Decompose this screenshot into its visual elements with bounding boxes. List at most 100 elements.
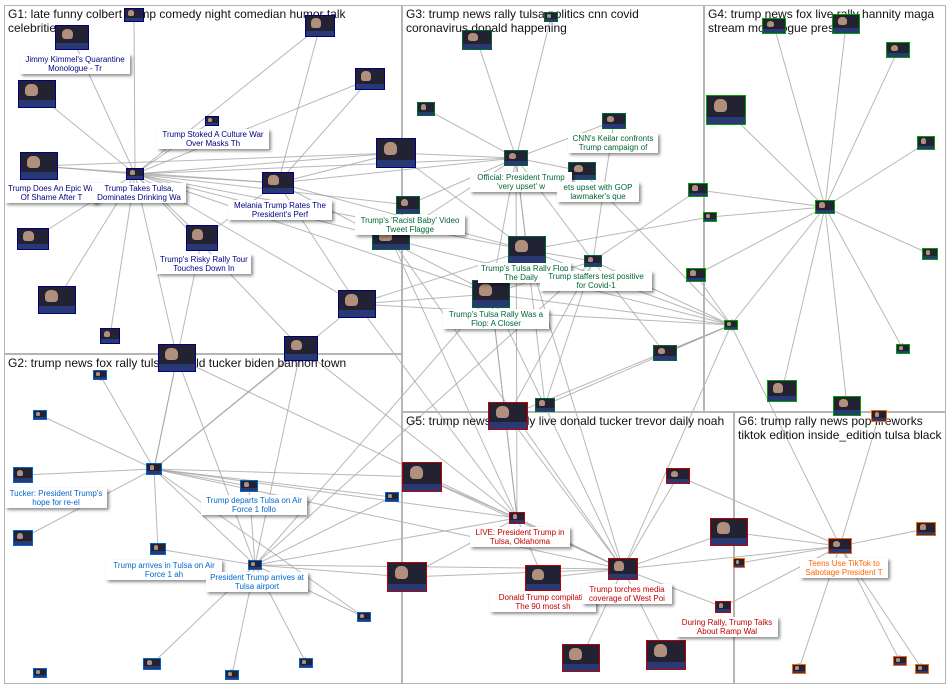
video-thumbnail-node-a4[interactable] [355,68,385,90]
video-thumbnail-node-d6[interactable] [688,183,708,197]
node-label-l7: CNN's Keilar confrontsTrump campaign of [568,133,658,153]
video-thumbnail-node-c7[interactable] [396,196,420,214]
video-thumbnail-node-a10[interactable] [186,225,218,251]
video-thumbnail-node-e5[interactable] [710,518,748,546]
video-thumbnail-node-c9[interactable] [508,236,546,264]
video-thumbnail-node-d12[interactable] [896,344,910,354]
video-thumbnail-node-f3[interactable] [916,522,936,536]
video-thumbnail-node-d3[interactable] [886,42,910,58]
video-thumbnail-node-b12[interactable] [299,658,313,668]
video-thumbnail-node-f6[interactable] [893,656,907,666]
video-thumbnail-node-a2[interactable] [18,80,56,108]
video-thumbnail-node-d9[interactable] [922,248,938,260]
video-thumbnail-node-b6[interactable] [385,492,399,502]
video-thumbnail-node-d8[interactable] [703,212,717,222]
group-g2-box: G2: trump news fox rally tulsa donald tu… [4,354,402,684]
video-thumbnail-node-a17[interactable] [124,8,144,22]
node-label-line: Official: President Trump [473,173,569,182]
video-thumbnail-node-c6[interactable] [568,162,596,180]
node-label-l20: Trump torches mediacoverage of West Poi [582,584,672,604]
video-thumbnail-node-c12[interactable] [535,398,555,412]
video-thumbnail-node-e10[interactable] [562,644,600,672]
node-label-line: Monologue - Tr [23,64,127,73]
node-label-line: Tucker: President Trump's [8,489,104,498]
node-label-line: Sabotage President T [803,568,885,577]
video-thumbnail-node-a13[interactable] [100,328,120,344]
video-thumbnail-node-b5[interactable] [240,480,258,492]
video-thumbnail-node-a6[interactable] [205,116,219,126]
node-label-line: Touches Down In [160,264,248,273]
video-thumbnail-node-a14[interactable] [158,344,196,372]
video-thumbnail-node-a15[interactable] [284,336,318,361]
video-thumbnail-node-c5[interactable] [504,150,528,166]
video-thumbnail-node-d11[interactable] [724,320,738,330]
video-thumbnail-node-d5[interactable] [917,136,935,150]
video-thumbnail-node-d14[interactable] [833,396,861,416]
group-g6-title: G6: trump rally news pop fireworks tikto… [738,414,946,442]
video-thumbnail-node-e3[interactable] [666,468,690,484]
video-thumbnail-node-b7[interactable] [13,530,33,546]
video-thumbnail-node-d2[interactable] [762,18,786,34]
video-thumbnail-node-b8[interactable] [150,543,166,555]
node-label-l16: Trump arrives in Tulsa on AirForce 1 ah [106,560,222,580]
node-label-l14: Tucker: President Trump'shope for re-el [5,488,107,508]
video-thumbnail-node-e11[interactable] [646,640,686,670]
video-thumbnail-node-c1[interactable] [462,30,492,50]
video-thumbnail-node-b4[interactable] [146,463,162,475]
video-thumbnail-node-e8[interactable] [608,558,638,580]
node-label-line: ets upset with GOP [560,183,636,192]
video-thumbnail-node-f1[interactable] [871,410,887,422]
video-thumbnail-node-a5[interactable] [20,152,58,180]
video-thumbnail-node-e2[interactable] [402,462,442,492]
video-thumbnail-node-a3[interactable] [305,15,335,37]
video-thumbnail-node-c13[interactable] [653,345,677,361]
video-thumbnail-node-b10[interactable] [143,658,161,670]
node-label-line: Trump torches media [585,585,669,594]
video-thumbnail-node-b3[interactable] [13,467,33,483]
video-thumbnail-node-a12[interactable] [38,286,76,314]
video-thumbnail-node-d1[interactable] [832,14,860,34]
video-thumbnail-node-a9[interactable] [376,138,416,168]
video-thumbnail-node-f2[interactable] [828,538,852,554]
video-thumbnail-node-c11[interactable] [472,280,510,308]
video-thumbnail-node-e6[interactable] [387,562,427,592]
node-label-l6: Trump's Risky Rally TourTouches Down In [157,254,251,274]
video-thumbnail-node-c2[interactable] [544,12,558,22]
node-label-l22: Teens Use TikTok toSabotage President T [800,558,888,578]
video-thumbnail-node-f4[interactable] [733,558,745,568]
video-thumbnail-node-a16[interactable] [338,290,376,318]
video-thumbnail-node-d7[interactable] [815,200,835,214]
node-label-line: Trump staffers test positive [543,272,649,281]
video-thumbnail-node-b11[interactable] [225,670,239,680]
video-thumbnail-node-c3[interactable] [417,102,435,116]
video-thumbnail-node-e1[interactable] [488,402,528,430]
video-thumbnail-node-f5[interactable] [792,664,806,674]
video-thumbnail-node-b13[interactable] [357,612,371,622]
video-thumbnail-node-d10[interactable] [686,268,706,282]
video-thumbnail-node-a11[interactable] [17,228,49,250]
video-thumbnail-node-b9[interactable] [248,560,262,570]
node-label-line: President's Perf [231,210,329,219]
video-thumbnail-node-b2[interactable] [33,410,47,420]
video-thumbnail-node-b14[interactable] [33,668,47,678]
video-thumbnail-node-a7[interactable] [126,168,144,180]
video-thumbnail-node-d4[interactable] [706,95,746,125]
node-label-line: 'very upset' w [473,182,569,191]
node-label-line: Trump's Tulsa Rally Was a [446,310,546,319]
video-thumbnail-node-f7[interactable] [915,664,929,674]
node-label-l4: Trump Takes Tulsa,Dominates Drinking Wa [92,183,186,203]
node-label-l17: President Trump arrives atTulsa airport [206,572,308,592]
video-thumbnail-node-e7[interactable] [525,565,561,591]
node-label-line: Melania Trump Rates The [231,201,329,210]
video-thumbnail-node-b1[interactable] [93,370,107,380]
video-thumbnail-node-e9[interactable] [715,601,731,613]
video-thumbnail-node-c4[interactable] [602,113,626,129]
video-thumbnail-node-c10[interactable] [584,255,602,267]
video-thumbnail-node-e4[interactable] [509,512,525,524]
node-label-line: Trump departs Tulsa on Air [204,496,304,505]
video-thumbnail-node-d13[interactable] [767,380,797,402]
node-label-line: Force 1 follo [204,505,304,514]
video-thumbnail-node-a1[interactable] [55,25,89,50]
video-thumbnail-node-a8[interactable] [262,172,294,194]
